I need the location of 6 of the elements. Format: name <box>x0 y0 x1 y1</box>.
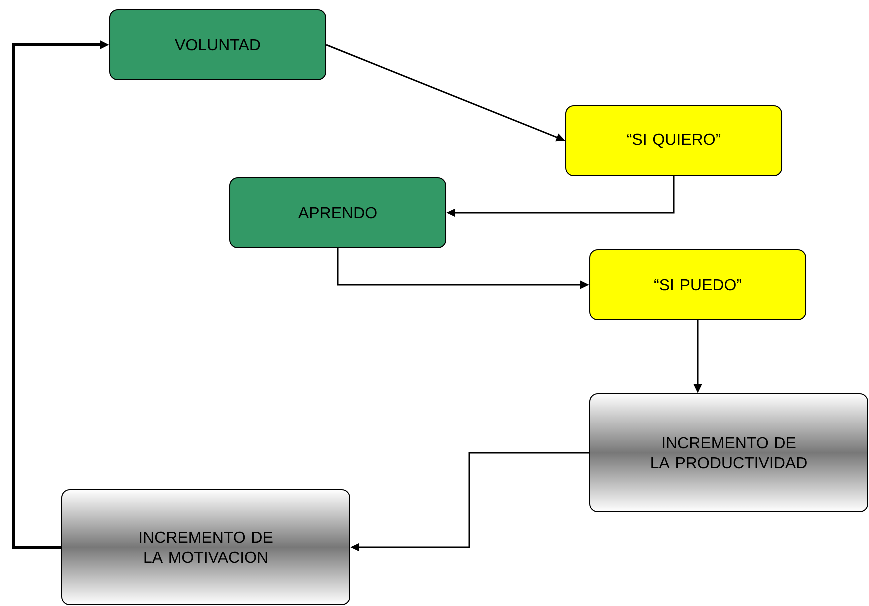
process-box: “SI QUIERO” <box>566 106 782 176</box>
process-box: INCREMENTO DE LA MOTIVACION <box>62 490 350 606</box>
process-box: VOLUNTAD <box>110 10 326 80</box>
process-box: INCREMENTO DE LA PRODUCTIVIDAD <box>590 394 868 512</box>
process-box: “SI PUEDO” <box>590 250 806 320</box>
process-box: APRENDO <box>230 178 446 248</box>
